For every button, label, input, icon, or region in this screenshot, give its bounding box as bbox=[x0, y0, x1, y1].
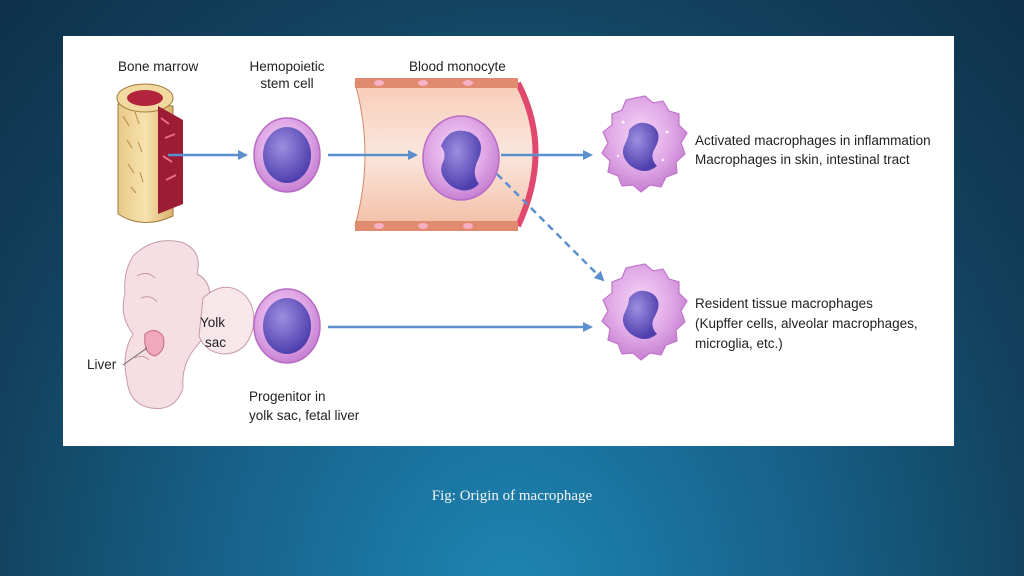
hemopoietic-stem-cell bbox=[253, 117, 321, 193]
label-hemopoietic: Hemopoietic bbox=[249, 59, 324, 74]
label-bone-marrow: Bone marrow bbox=[118, 59, 199, 74]
label-progenitor-line1: Progenitor in bbox=[249, 389, 326, 404]
blood-monocyte-cell bbox=[422, 115, 500, 201]
label-activated-line2: Macrophages in skin, intestinal tract bbox=[695, 152, 910, 167]
label-liver: Liver bbox=[87, 357, 117, 372]
resident-macrophage bbox=[601, 263, 688, 361]
label-stem-cell: stem cell bbox=[260, 76, 313, 91]
arrows bbox=[168, 150, 605, 332]
arrow-monocyte-to-resident bbox=[496, 173, 605, 282]
macrophage-origin-diagram: Bone marrow Hemopoietic stem cell Blood … bbox=[87, 59, 931, 423]
label-yolk: Yolk bbox=[200, 315, 225, 330]
figure-panel: Bone marrow Hemopoietic stem cell Blood … bbox=[63, 36, 954, 446]
label-resident-line1: Resident tissue macrophages bbox=[695, 296, 873, 311]
progenitor-cell bbox=[253, 288, 321, 364]
embryo-illustration bbox=[122, 240, 255, 410]
figure-caption: Fig: Origin of macrophage bbox=[431, 488, 593, 504]
activated-macrophage bbox=[601, 95, 688, 193]
label-blood-monocyte: Blood monocyte bbox=[409, 59, 506, 74]
label-activated-line1: Activated macrophages in inflammation bbox=[695, 133, 931, 148]
label-sac: sac bbox=[205, 335, 226, 350]
bone-marrow-illustration bbox=[116, 83, 183, 223]
label-resident-line2: (Kupffer cells, alveolar macrophages, bbox=[695, 316, 918, 331]
label-resident-line3: microglia, etc.) bbox=[695, 336, 783, 351]
label-progenitor-line2: yolk sac, fetal liver bbox=[249, 408, 360, 423]
